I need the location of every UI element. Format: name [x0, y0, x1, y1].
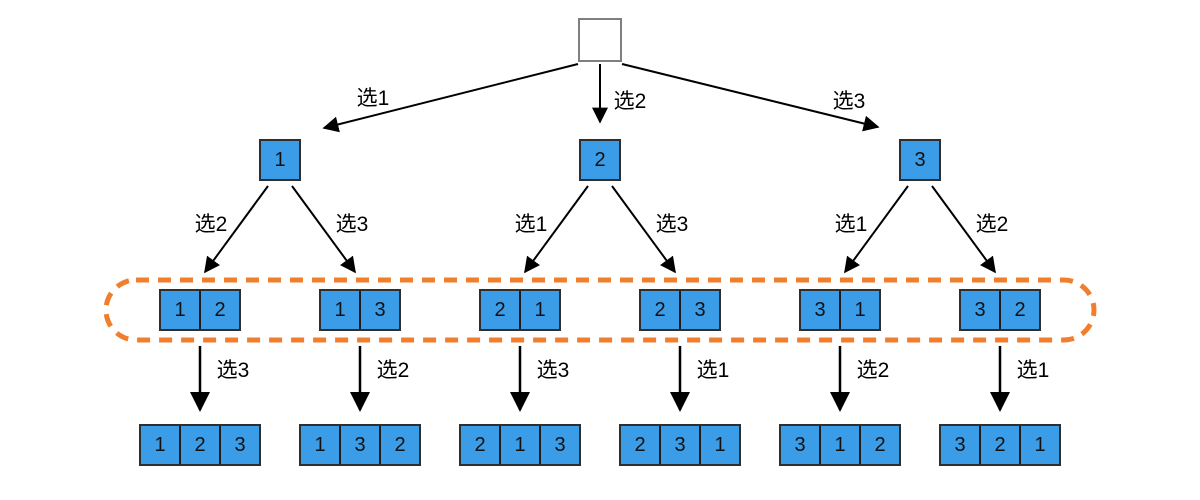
edge-label-choose-3: 选3	[216, 359, 250, 382]
cell-value: 2	[979, 426, 1019, 464]
state-node-1-2: 1 2	[159, 289, 241, 331]
state-node-3-1: 3 1	[799, 289, 881, 331]
cell-value: 3	[914, 148, 926, 171]
state-node-2-1-3: 2 1 3	[459, 424, 581, 466]
edge-3-to-32	[931, 185, 996, 274]
edge-label-choose-2: 选2	[194, 213, 228, 236]
edge-label-choose-3: 选3	[335, 213, 369, 236]
state-node-1: 1	[259, 139, 301, 181]
cell-value: 2	[199, 291, 239, 329]
edge-label-choose-1: 选1	[356, 87, 390, 110]
cell-value: 1	[1019, 426, 1059, 464]
cell-value: 2	[999, 291, 1039, 329]
cell-value: 3	[679, 291, 719, 329]
cell-value: 3	[974, 298, 986, 321]
edge-label-choose-2: 选2	[613, 90, 647, 113]
state-node-2-3-1: 2 3 1	[619, 424, 741, 466]
cell-value: 1	[314, 433, 326, 456]
cell-value: 1	[839, 291, 879, 329]
edge-label-choose-1: 选1	[1016, 359, 1050, 382]
cell-value: 2	[654, 298, 666, 321]
cell-value: 3	[954, 433, 966, 456]
cell-value: 2	[494, 298, 506, 321]
cell-value: 3	[339, 426, 379, 464]
state-node-1-2-3: 1 2 3	[139, 424, 261, 466]
cell-value: 3	[539, 426, 579, 464]
edge-label-choose-3: 选3	[655, 213, 689, 236]
edge-label-choose-1: 选1	[514, 213, 548, 236]
edge-1-to-12	[204, 185, 269, 274]
state-node-1-3-2: 1 3 2	[299, 424, 421, 466]
edge-2-to-21	[524, 185, 589, 274]
edge-root-to-3	[621, 63, 880, 132]
cell-value: 1	[699, 426, 739, 464]
state-node-3-2-1: 3 2 1	[939, 424, 1061, 466]
state-node-1-3: 1 3	[319, 289, 401, 331]
edge-label-choose-3: 选3	[832, 90, 866, 113]
state-node-2-1: 2 1	[479, 289, 561, 331]
state-node-3-2: 3 2	[959, 289, 1041, 331]
edge-label-choose-1: 选1	[834, 213, 868, 236]
edge-3-to-31	[844, 185, 909, 274]
state-node-3-1-2: 3 1 2	[779, 424, 901, 466]
root-node-empty	[578, 18, 622, 62]
cell-value: 1	[334, 298, 346, 321]
edge-label-choose-2: 选2	[856, 359, 890, 382]
cell-value: 2	[474, 433, 486, 456]
cell-value: 3	[814, 298, 826, 321]
cell-value: 2	[594, 148, 606, 171]
cell-value: 3	[659, 426, 699, 464]
cell-value: 1	[499, 426, 539, 464]
state-node-2: 2	[579, 139, 621, 181]
edge-1-to-13	[291, 185, 356, 274]
cell-value: 1	[174, 298, 186, 321]
edge-label-choose-1: 选1	[696, 359, 730, 382]
cell-value: 2	[379, 426, 419, 464]
cell-value: 1	[154, 433, 166, 456]
state-node-2-3: 2 3	[639, 289, 721, 331]
edge-label-choose-3: 选3	[536, 359, 570, 382]
state-node-3: 3	[899, 139, 941, 181]
cell-value: 3	[794, 433, 806, 456]
edge-2-to-23	[611, 185, 676, 274]
cell-value: 1	[819, 426, 859, 464]
edge-root-to-1	[322, 63, 579, 133]
cell-value: 1	[519, 291, 559, 329]
cell-value: 3	[219, 426, 259, 464]
cell-value: 2	[634, 433, 646, 456]
cell-value: 1	[274, 148, 286, 171]
edge-label-choose-2: 选2	[376, 359, 410, 382]
highlight-dashed-frame	[103, 277, 1097, 343]
cell-value: 2	[859, 426, 899, 464]
cell-value: 3	[359, 291, 399, 329]
cell-value: 2	[179, 426, 219, 464]
edge-label-choose-2: 选2	[975, 213, 1009, 236]
